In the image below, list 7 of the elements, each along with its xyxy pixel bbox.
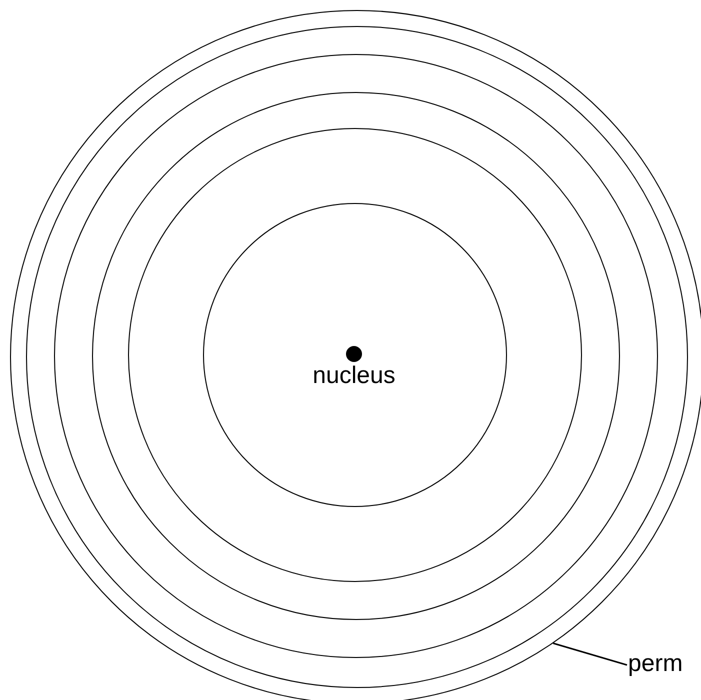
orbit-ring	[92, 92, 620, 620]
nucleus-label: nucleus	[312, 364, 396, 388]
part-label: perm	[628, 652, 683, 676]
leader-line	[552, 642, 628, 666]
orbit-ring	[54, 54, 658, 658]
orbit-ring	[202, 202, 506, 506]
orbit-ring	[128, 128, 582, 582]
